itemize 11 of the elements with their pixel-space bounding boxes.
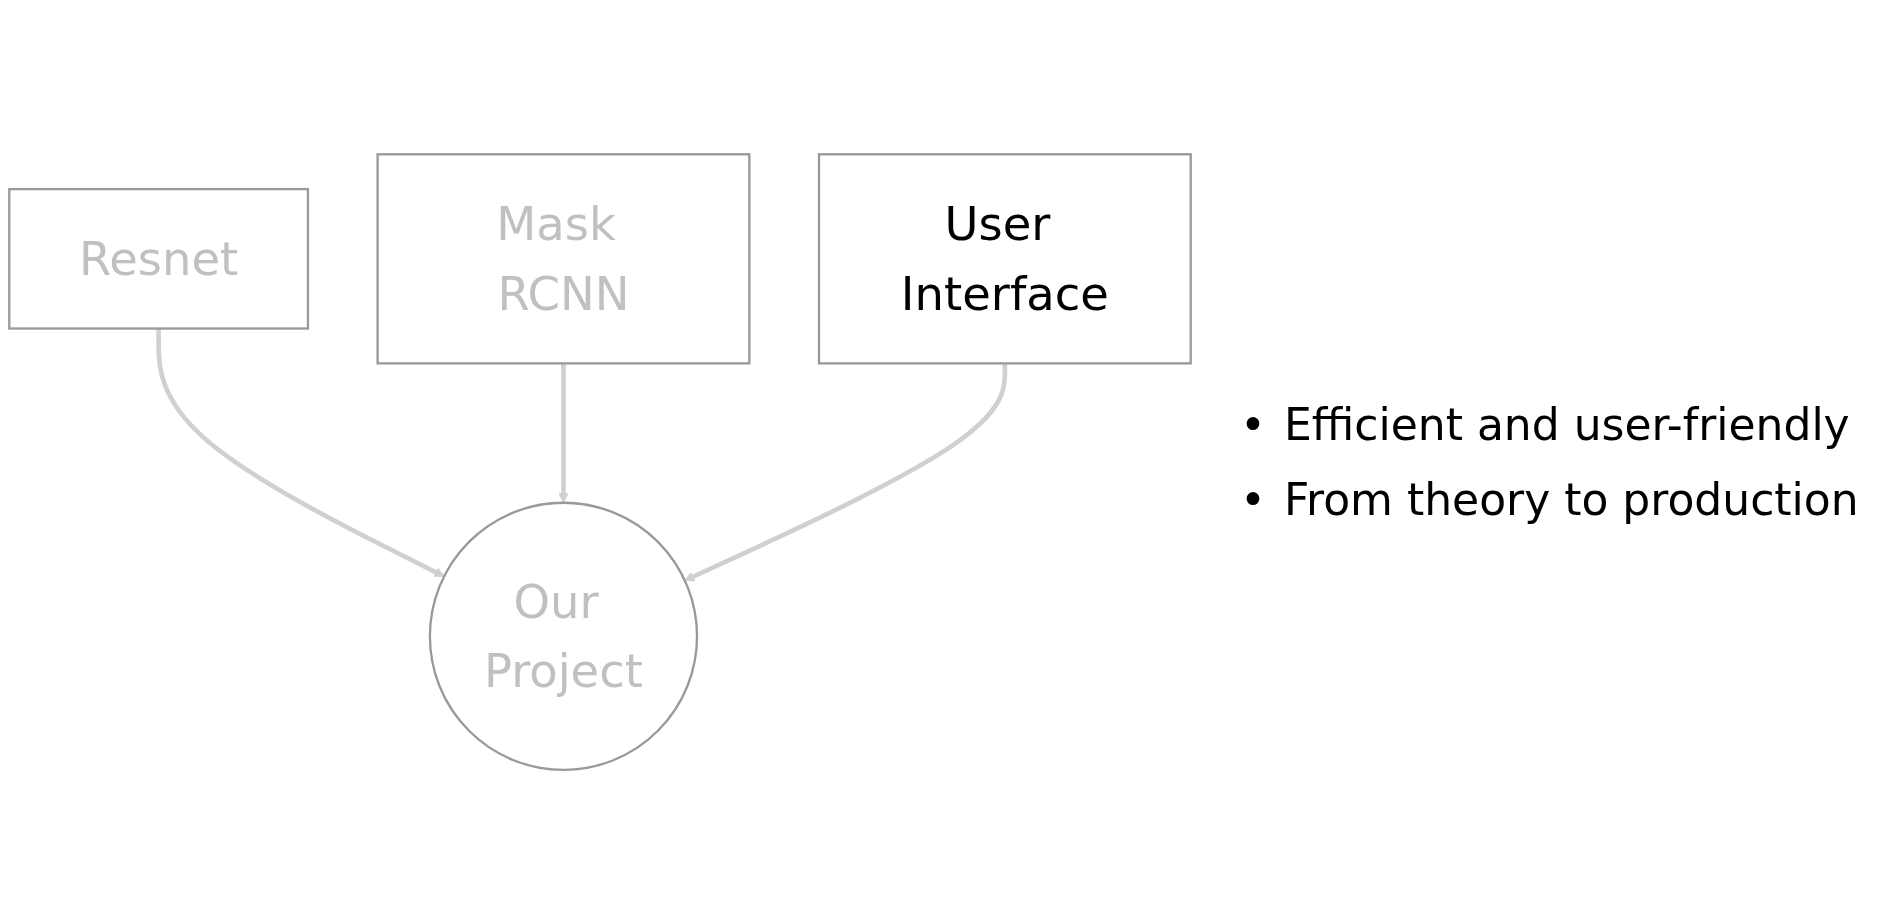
arrow <box>558 363 569 504</box>
node-circle: Our Project <box>428 501 699 771</box>
arrow <box>156 328 445 577</box>
node-box: Resnet <box>8 187 310 330</box>
bullet-text: • <box>1240 474 1266 525</box>
bullet-text: • <box>1240 399 1266 450</box>
bullet-text: From theory to production <box>1283 474 1859 525</box>
node-box: User Interface <box>817 153 1192 365</box>
node-box: Mask RCNN <box>376 153 751 365</box>
bullet-text: Efficient and user-friendly <box>1283 399 1851 450</box>
arrow <box>684 363 1008 582</box>
